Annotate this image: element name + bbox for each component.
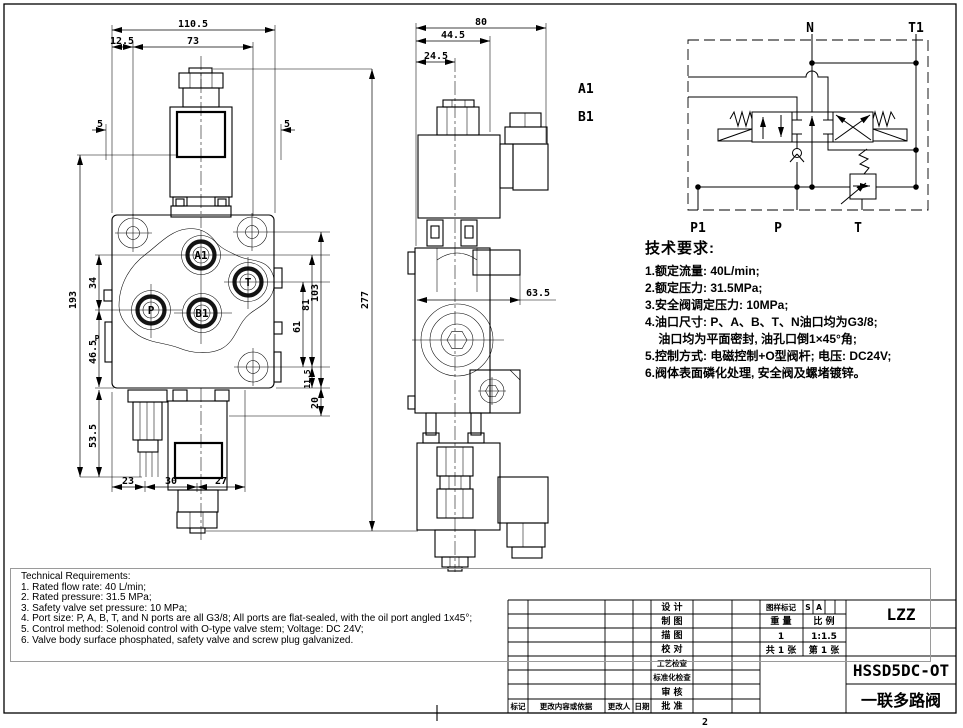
dimension-label: 20	[310, 397, 321, 409]
tech-req-en-line: 4. Port size: P, A, B, T, and N ports ar…	[21, 613, 473, 625]
col-date: 日期	[635, 701, 650, 711]
row-trace: 描 图	[661, 629, 682, 641]
weight-value: 1	[778, 632, 784, 642]
tech-req-cn-title: 技术要求:	[645, 240, 715, 257]
dimension-label: 12.5	[110, 36, 134, 47]
side-view	[407, 58, 549, 572]
work-port-label-b1: B1	[578, 110, 594, 125]
sheets-total: 共 1 张	[766, 644, 798, 656]
hydraulic-schematic: N T1 P1 P T	[687, 21, 929, 236]
solenoid-symbol-left	[717, 128, 753, 142]
tech-req-en-line: 3. Safety valve set pressure: 10 MPa;	[21, 602, 188, 614]
dimension-label: 30	[165, 476, 177, 487]
row-check: 校 对	[661, 643, 682, 655]
spring-left	[729, 110, 753, 128]
tech-req-cn-line: 油口均为平面密封, 油孔口倒1×45°角;	[645, 332, 857, 346]
side-view-dimensions: 80 44.5 24.5 277 63.5 A1 B1	[360, 17, 594, 531]
dimension-label: 24.5	[424, 51, 448, 62]
dimension-label: 27	[215, 476, 227, 487]
dimension-label: 73	[187, 36, 199, 47]
front-view-dimensions: 110.5 12.5 73 5 5 193 34 46.5 53.5 23 30…	[68, 19, 330, 492]
dimension-label: 5	[97, 119, 103, 130]
drawing-mark-a: A	[816, 603, 822, 612]
company-name: LZZ	[887, 605, 916, 624]
title-block-text: 设 计 制 图 描 图 校 对 工艺检查 标准化检查 审 核 批 准 标记 更改…	[510, 601, 950, 712]
relief-valve-symbol	[840, 148, 877, 205]
dimension-label: 277	[360, 291, 371, 309]
dimension-label: 81	[301, 299, 312, 311]
scale-value: 1:1.5	[811, 632, 837, 642]
dimension-label: 44.5	[441, 30, 465, 41]
dimension-label: 34	[88, 277, 99, 289]
tech-req-cn-line: 1.额定流量: 40L/min;	[645, 264, 760, 278]
row-approve: 批 准	[661, 700, 682, 712]
product-name: 一联多路阀	[861, 691, 941, 710]
dimension-label: 53.5	[88, 424, 99, 448]
tech-req-en-line: 1. Rated flow rate: 40 L/min;	[21, 581, 147, 593]
row-review: 审 核	[661, 686, 682, 698]
schematic-port-p1: P1	[690, 221, 706, 236]
tech-req-en-line: 2. Rated pressure: 31.5 MPa;	[21, 592, 152, 604]
dimension-label: 80	[475, 17, 487, 28]
tech-req-cn-line: 3.安全阀调定压力: 10MPa;	[645, 298, 789, 312]
work-port-label-a1: A1	[578, 82, 594, 97]
tech-req-en-line: 5. Control method: Solenoid control with…	[21, 623, 364, 635]
dimension-label: 11.5	[303, 369, 312, 388]
weight-label: 重 量	[770, 615, 791, 627]
port-label: B1	[195, 307, 209, 320]
dimension-label: 61	[292, 321, 303, 333]
check-valve-symbol	[789, 142, 805, 187]
spring-right	[872, 110, 896, 128]
scale-label: 比 例	[813, 615, 834, 627]
dimension-label: 63.5	[526, 288, 550, 299]
technical-requirements-cn: 技术要求: 1.额定流量: 40L/min; 2.额定压力: 31.5MPa; …	[645, 237, 957, 382]
dimension-label: 5	[284, 119, 290, 130]
directional-valve-symbol	[717, 110, 908, 143]
dimension-label: 103	[310, 284, 321, 302]
tech-req-cn-line: 6.阀体表面磷化处理, 安全阀及螺堵镀锌。	[645, 366, 866, 380]
tech-req-en-line: 6. Valve body surface phosphated, safety…	[21, 634, 354, 646]
dimension-label: 110.5	[178, 19, 208, 30]
schematic-port-p: P	[774, 221, 782, 236]
dimension-label: 193	[68, 291, 79, 309]
title-block	[507, 599, 956, 713]
dimension-label: 23	[122, 476, 134, 487]
technical-requirements-en: Technical Requirements: 1. Rated flow ra…	[10, 568, 931, 662]
col-changer: 更改人	[608, 701, 631, 711]
schematic-port-n: N	[806, 21, 814, 36]
row-standard-check: 标准化检查	[652, 672, 691, 682]
col-mark: 标记	[510, 701, 526, 711]
row-process-check: 工艺检查	[657, 658, 687, 668]
row-draft: 制 图	[661, 615, 682, 627]
row-design: 设 计	[661, 601, 682, 613]
tech-req-cn-line: 4.油口尺寸: P、A、B、T、N油口均为G3/8;	[645, 315, 878, 329]
drawing-mark-label: 图样标记	[766, 602, 796, 612]
tech-req-cn-line: 2.额定压力: 31.5MPa;	[645, 281, 763, 295]
tech-req-cn-line: 5.控制方式: 电磁控制+O型阀杆; 电压: DC24V;	[645, 349, 892, 363]
tech-req-en-title: Technical Requirements:	[21, 571, 131, 582]
schematic-port-t: T	[854, 221, 862, 236]
schematic-port-t1: T1	[908, 21, 924, 36]
solenoid-symbol-right	[872, 128, 908, 142]
sheet-number: 第 1 张	[809, 644, 841, 656]
page-frame: 2	[3, 3, 957, 728]
drawing-mark-s: S	[805, 603, 810, 612]
sheet-zone-number: 2	[702, 717, 708, 728]
col-change: 更改内容或依据	[540, 701, 593, 711]
model-number: HSSD5DC-OT	[853, 661, 949, 680]
dimension-label: 46.5	[88, 340, 99, 364]
